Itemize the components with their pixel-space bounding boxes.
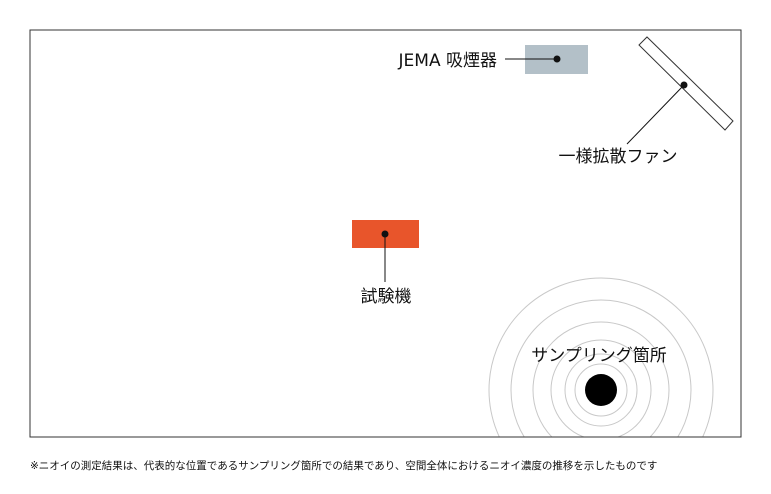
diffusion-ring: [532, 321, 670, 437]
fan-leader-line: [626, 84, 685, 145]
smoker-label: JEMA 吸煙器: [398, 51, 497, 71]
footnote-text: ※ニオイの測定結果は、代表的な位置であるサンプリング箇所での結果であり、空間全体…: [30, 460, 658, 472]
diffusion-ring: [488, 277, 714, 437]
test-machine-label: 試験機: [361, 287, 412, 307]
room-frame: [29, 29, 742, 438]
sampling-label: サンプリング箇所: [531, 346, 667, 366]
sampling-point: [585, 374, 617, 406]
diffusion-ring: [550, 339, 652, 437]
smoker-marker-dot: [553, 55, 561, 63]
test-machine-marker-dot: [381, 230, 389, 238]
odor-diffusion-rings: [488, 277, 714, 437]
diffusion-ring: [564, 353, 638, 427]
fan-marker-dot: [680, 81, 688, 89]
diffusion-ring: [510, 299, 692, 437]
diffusion-ring: [574, 363, 628, 417]
fan-label: 一様拡散ファン: [559, 147, 678, 167]
